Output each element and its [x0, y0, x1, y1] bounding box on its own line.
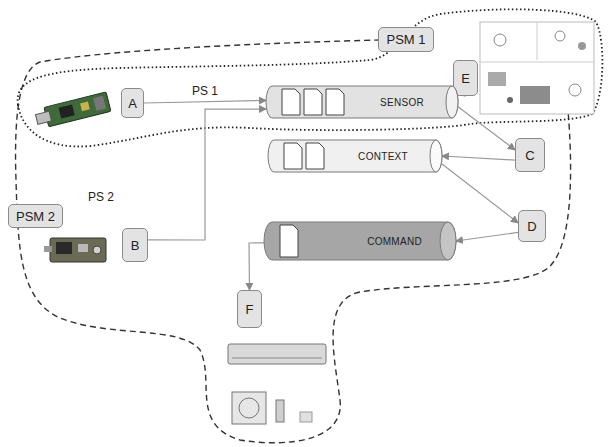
antenna	[93, 96, 106, 111]
cylinder-shape	[264, 222, 456, 260]
flow-connector	[144, 100, 266, 103]
cylinder-shape	[268, 140, 442, 172]
document-icon	[282, 89, 300, 115]
box-label: C	[525, 148, 534, 163]
queue-cylinder: COMMAND	[264, 222, 456, 260]
document-icon	[284, 143, 302, 169]
fan	[239, 398, 259, 418]
remote	[276, 400, 284, 422]
box-label: D	[527, 219, 536, 234]
box-label: F	[246, 302, 254, 317]
queue-name: COMMAND	[367, 236, 422, 247]
module-box: PSM 1	[378, 27, 434, 52]
process-box: A	[121, 88, 144, 118]
appliance	[228, 344, 326, 424]
floor-map	[480, 22, 594, 114]
map-icon	[578, 42, 586, 50]
queue-cylinder: SENSOR	[266, 86, 458, 118]
process-box: B	[122, 228, 148, 262]
process-box: E	[453, 60, 478, 96]
sensor-device	[34, 92, 111, 129]
connector-pin	[44, 246, 52, 252]
document-icon	[306, 143, 324, 169]
region-label: PS 1	[192, 84, 218, 98]
flow-connector	[249, 243, 264, 290]
device	[300, 412, 312, 422]
flow-connector	[442, 156, 515, 160]
chip	[59, 104, 75, 118]
sensor-board	[44, 238, 106, 262]
queue-name: CONTEXT	[358, 151, 408, 162]
map-icon	[555, 31, 565, 41]
region-label: PS 2	[88, 190, 114, 204]
map-icon	[488, 72, 506, 86]
cylinder-end	[430, 140, 442, 172]
document-icon	[280, 225, 298, 257]
document-icon	[304, 89, 322, 115]
component	[93, 246, 101, 254]
vent	[232, 358, 322, 359]
pcb-board	[44, 92, 111, 127]
process-box: D	[518, 210, 546, 242]
box-label: PSM 1	[386, 32, 425, 47]
cylinder-shape	[266, 86, 458, 118]
process-box: F	[237, 290, 262, 328]
chip	[78, 244, 88, 252]
chip	[56, 242, 72, 254]
outdoor-unit	[232, 392, 266, 424]
air-conditioner	[228, 344, 326, 364]
map-icon	[507, 97, 513, 103]
map-icon	[569, 84, 581, 96]
pcb-board	[50, 238, 106, 262]
document-icon	[326, 89, 344, 115]
chip	[80, 102, 90, 112]
module-box: PSM 2	[8, 204, 63, 228]
box-label: E	[461, 71, 470, 86]
cylinder-body	[264, 222, 456, 260]
map-icon	[520, 86, 550, 104]
cylinder-body	[268, 140, 442, 172]
flow-connector	[458, 107, 515, 150]
flow-connector	[442, 164, 518, 223]
flow-connector	[148, 109, 266, 240]
wall	[537, 22, 538, 60]
box-label: PSM 2	[16, 209, 55, 224]
box-label: B	[131, 238, 140, 253]
cylinder-end	[440, 222, 456, 260]
cylinder-end	[446, 86, 458, 118]
wall	[480, 62, 594, 63]
cylinder-body	[266, 86, 458, 118]
map-icon	[494, 34, 506, 46]
map-frame	[480, 22, 594, 114]
queue-cylinder: CONTEXT	[268, 140, 442, 172]
process-box: C	[515, 138, 545, 172]
queue-name: SENSOR	[380, 97, 424, 108]
usb-plug	[35, 111, 51, 124]
flow-connector	[456, 232, 518, 241]
ps1-boundary	[18, 9, 603, 146]
box-label: A	[128, 96, 137, 111]
